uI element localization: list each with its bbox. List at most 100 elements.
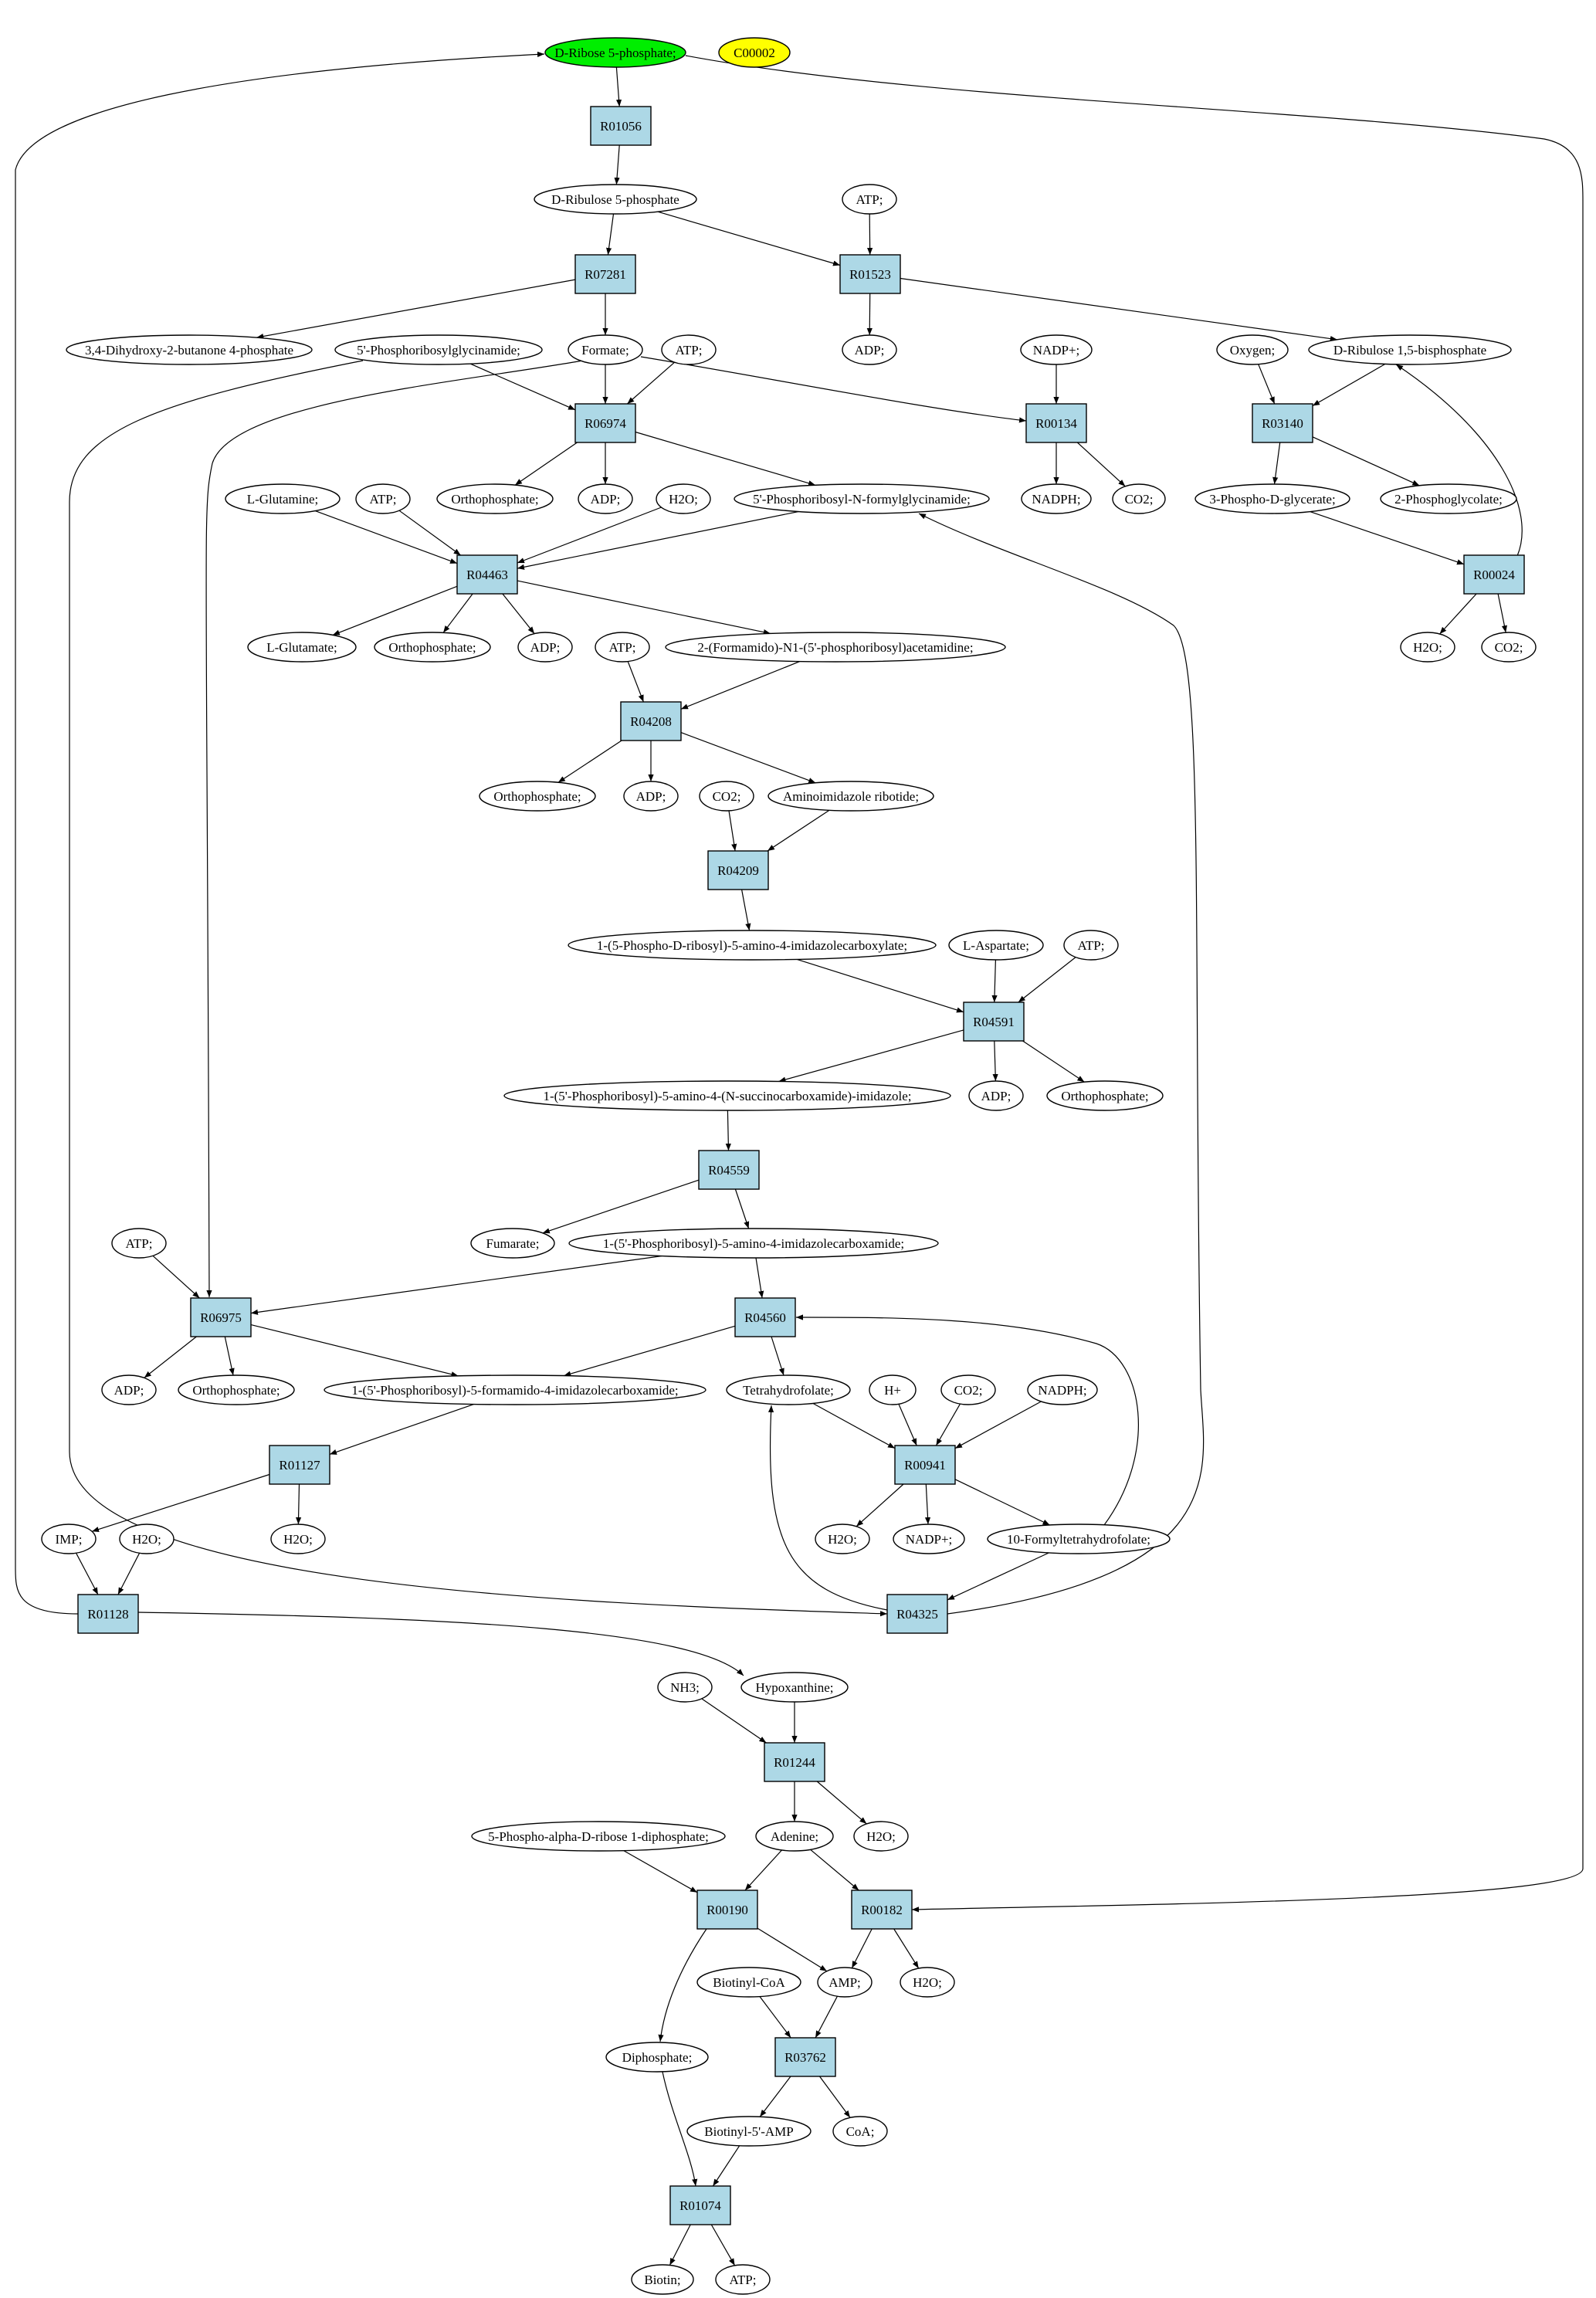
compound-node-c-air[interactable]: Aminoimidazole ribotide;	[768, 781, 934, 812]
reaction-node-r01074[interactable]: R01074	[669, 2185, 731, 2225]
compound-node-c-hypox[interactable]: Hypoxanthine;	[740, 1672, 849, 1703]
compound-node-c-pi-e[interactable]: Orthophosphate;	[178, 1374, 295, 1405]
compound-node-c-faicar[interactable]: 1-(5'-Phosphoribosyl)-5-formamido-4-imid…	[324, 1374, 707, 1405]
compound-node-c-atp-f[interactable]: ATP;	[111, 1228, 167, 1259]
compound-ellipse	[247, 632, 357, 663]
compound-node-c-nadph-b[interactable]: NADPH;	[1027, 1374, 1098, 1405]
reaction-node-r06974[interactable]: R06974	[574, 403, 636, 443]
compound-node-c-gln[interactable]: L-Glutamine;	[225, 483, 341, 514]
compound-node-c-pi-a[interactable]: Orthophosphate;	[436, 483, 554, 514]
reaction-node-r04209[interactable]: R04209	[707, 850, 769, 890]
reaction-node-r00182[interactable]: R00182	[851, 1890, 913, 1930]
reaction-box	[886, 1594, 948, 1634]
compound-node-c-adp-d[interactable]: ADP;	[623, 781, 679, 812]
compound-node-c00002[interactable]: C00002	[718, 37, 791, 68]
compound-node-c-aicar[interactable]: 1-(5'-Phosphoribosyl)-5-amino-4-imidazol…	[568, 1228, 939, 1259]
compound-node-c-h2o-f[interactable]: H2O;	[853, 1821, 909, 1852]
compound-node-c-nadp-a[interactable]: NADP+;	[1020, 334, 1093, 365]
compound-node-c-pi-c[interactable]: Orthophosphate;	[479, 781, 596, 812]
compound-node-c-fgar[interactable]: 5'-Phosphoribosyl-N-formylglycinamide;	[734, 483, 990, 514]
reaction-node-r00941[interactable]: R00941	[894, 1445, 956, 1485]
compound-node-c-amp[interactable]: AMP;	[817, 1967, 873, 1998]
compound-node-c-h2o-g[interactable]: H2O;	[900, 1967, 955, 1998]
compound-node-c-adp-a[interactable]: ADP;	[842, 334, 897, 365]
compound-node-c-rib5p[interactable]: D-Ribose 5-phosphate;	[544, 37, 686, 68]
reaction-node-r01056[interactable]: R01056	[590, 106, 652, 146]
compound-node-c-nh3[interactable]: NH3;	[657, 1672, 713, 1703]
reaction-node-r00134[interactable]: R00134	[1025, 403, 1087, 443]
reaction-node-r03140[interactable]: R03140	[1252, 403, 1313, 443]
edge-r04591-to-c_adp_e	[992, 1040, 998, 1082]
compound-node-c-atp-e[interactable]: ATP;	[1063, 930, 1119, 961]
compound-node-c-hplus[interactable]: H+	[869, 1374, 917, 1405]
compound-node-c-pi-d[interactable]: Orthophosphate;	[1046, 1080, 1164, 1111]
compound-node-c-imp[interactable]: IMP;	[41, 1524, 97, 1554]
compound-node-c-co2-c[interactable]: CO2;	[699, 781, 754, 812]
compound-node-c-atp-b[interactable]: ATP;	[661, 334, 717, 365]
compound-node-c-rubp[interactable]: D-Ribulose 1,5-bisphosphate	[1308, 334, 1512, 365]
compound-node-c-h2o-e[interactable]: H2O;	[815, 1524, 870, 1554]
compound-node-c-adp-e[interactable]: ADP;	[968, 1080, 1024, 1111]
compound-node-c-fgam[interactable]: 2-(Formamido)-N1-(5'-phosphoribosyl)acet…	[665, 632, 1006, 663]
reaction-node-r07281[interactable]: R07281	[574, 254, 636, 294]
compound-node-c-dhbp[interactable]: 3,4-Dihydroxy-2-butanone 4-phosphate	[66, 334, 313, 365]
compound-node-c-3pg[interactable]: 3-Phospho-D-glycerate;	[1194, 483, 1350, 514]
reaction-box	[669, 2185, 731, 2225]
reaction-node-r01127[interactable]: R01127	[269, 1445, 330, 1485]
reaction-node-r03762[interactable]: R03762	[774, 2037, 836, 2077]
compound-node-c-adenine[interactable]: Adenine;	[755, 1821, 834, 1852]
compound-node-c-adp-f[interactable]: ADP;	[101, 1374, 157, 1405]
reaction-node-r01244[interactable]: R01244	[764, 1742, 825, 1782]
compound-node-c-atp-a[interactable]: ATP;	[842, 184, 897, 215]
compound-label: D-Ribose 5-phosphate;	[554, 46, 676, 60]
reaction-node-r04559[interactable]: R04559	[698, 1150, 760, 1190]
compound-node-c-2pg[interactable]: 2-Phosphoglycolate;	[1380, 483, 1517, 514]
compound-node-c-h2o-b[interactable]: H2O;	[1400, 632, 1455, 663]
compound-node-c-h2o-d[interactable]: H2O;	[270, 1524, 326, 1554]
reaction-node-r04560[interactable]: R04560	[734, 1297, 796, 1337]
compound-ellipse	[842, 334, 897, 365]
compound-label: 2-(Formamido)-N1-(5'-phosphoribosyl)acet…	[697, 640, 973, 655]
reaction-node-r04208[interactable]: R04208	[620, 701, 682, 741]
compound-ellipse	[1112, 483, 1166, 514]
reaction-node-r01523[interactable]: R01523	[839, 254, 901, 294]
compound-node-c-h2o-a[interactable]: H2O;	[656, 483, 711, 514]
compound-node-c-co2-b[interactable]: CO2;	[1481, 632, 1537, 663]
compound-node-c-saicar[interactable]: 1-(5'-Phosphoribosyl)-5-amino-4-(N-succi…	[503, 1080, 951, 1111]
compound-node-c-atp-d[interactable]: ATP;	[595, 632, 650, 663]
compound-node-c-nadph-a[interactable]: NADPH;	[1021, 483, 1092, 514]
compound-node-c-co2-d[interactable]: CO2;	[940, 1374, 996, 1405]
compound-node-c-bamp[interactable]: Biotinyl-5'-AMP	[686, 2116, 812, 2147]
reaction-node-r01128[interactable]: R01128	[77, 1594, 139, 1634]
compound-node-c-ppi[interactable]: Diphosphate;	[605, 2042, 709, 2073]
compound-node-c-h2o-c[interactable]: H2O;	[119, 1524, 175, 1554]
compound-node-c-atp-g[interactable]: ATP;	[715, 2264, 771, 2295]
compound-node-c-atp-c[interactable]: ATP;	[355, 483, 411, 514]
compound-node-c-pi-b[interactable]: Orthophosphate;	[374, 632, 491, 663]
reaction-node-r00024[interactable]: R00024	[1463, 554, 1525, 595]
compound-node-c-10fthf[interactable]: 10-Formyltetrahydrofolate;	[987, 1524, 1171, 1554]
compound-node-c-gar[interactable]: 5'-Phosphoribosylglycinamide;	[334, 334, 543, 365]
reaction-node-r04463[interactable]: R04463	[456, 554, 518, 595]
compound-node-c-biotin[interactable]: Biotin;	[631, 2264, 694, 2295]
compound-node-c-formate[interactable]: Formate;	[568, 334, 643, 365]
compound-node-c-adp-b[interactable]: ADP;	[578, 483, 633, 514]
compound-node-c-glu[interactable]: L-Glutamate;	[247, 632, 357, 663]
compound-node-c-thf[interactable]: Tetrahydrofolate;	[726, 1374, 851, 1405]
compound-node-c-co2-a[interactable]: CO2;	[1112, 483, 1166, 514]
compound-node-c-asp[interactable]: L-Aspartate;	[948, 930, 1044, 961]
reaction-node-r04325[interactable]: R04325	[886, 1594, 948, 1634]
compound-node-c-fum[interactable]: Fumarate;	[470, 1228, 555, 1259]
compound-node-c-adp-c[interactable]: ADP;	[517, 632, 573, 663]
compound-node-c-nadp-b[interactable]: NADP+;	[893, 1524, 965, 1554]
compound-label: ATP;	[856, 192, 883, 207]
compound-node-c-oxygen[interactable]: Oxygen;	[1216, 334, 1289, 365]
reaction-node-r06975[interactable]: R06975	[190, 1297, 252, 1337]
compound-node-c-coa[interactable]: CoA;	[832, 2116, 888, 2147]
compound-node-c-biotinylcoa[interactable]: Biotinyl-CoA	[696, 1967, 801, 1998]
compound-node-c-cair[interactable]: 1-(5-Phospho-D-ribosyl)-5-amino-4-imidaz…	[568, 930, 937, 961]
reaction-node-r00190[interactable]: R00190	[696, 1890, 758, 1930]
reaction-node-r04591[interactable]: R04591	[963, 1002, 1025, 1042]
compound-node-c-prpp[interactable]: 5-Phospho-alpha-D-ribose 1-diphosphate;	[471, 1821, 726, 1852]
compound-node-c-ribulose5p[interactable]: D-Ribulose 5-phosphate	[534, 184, 697, 215]
